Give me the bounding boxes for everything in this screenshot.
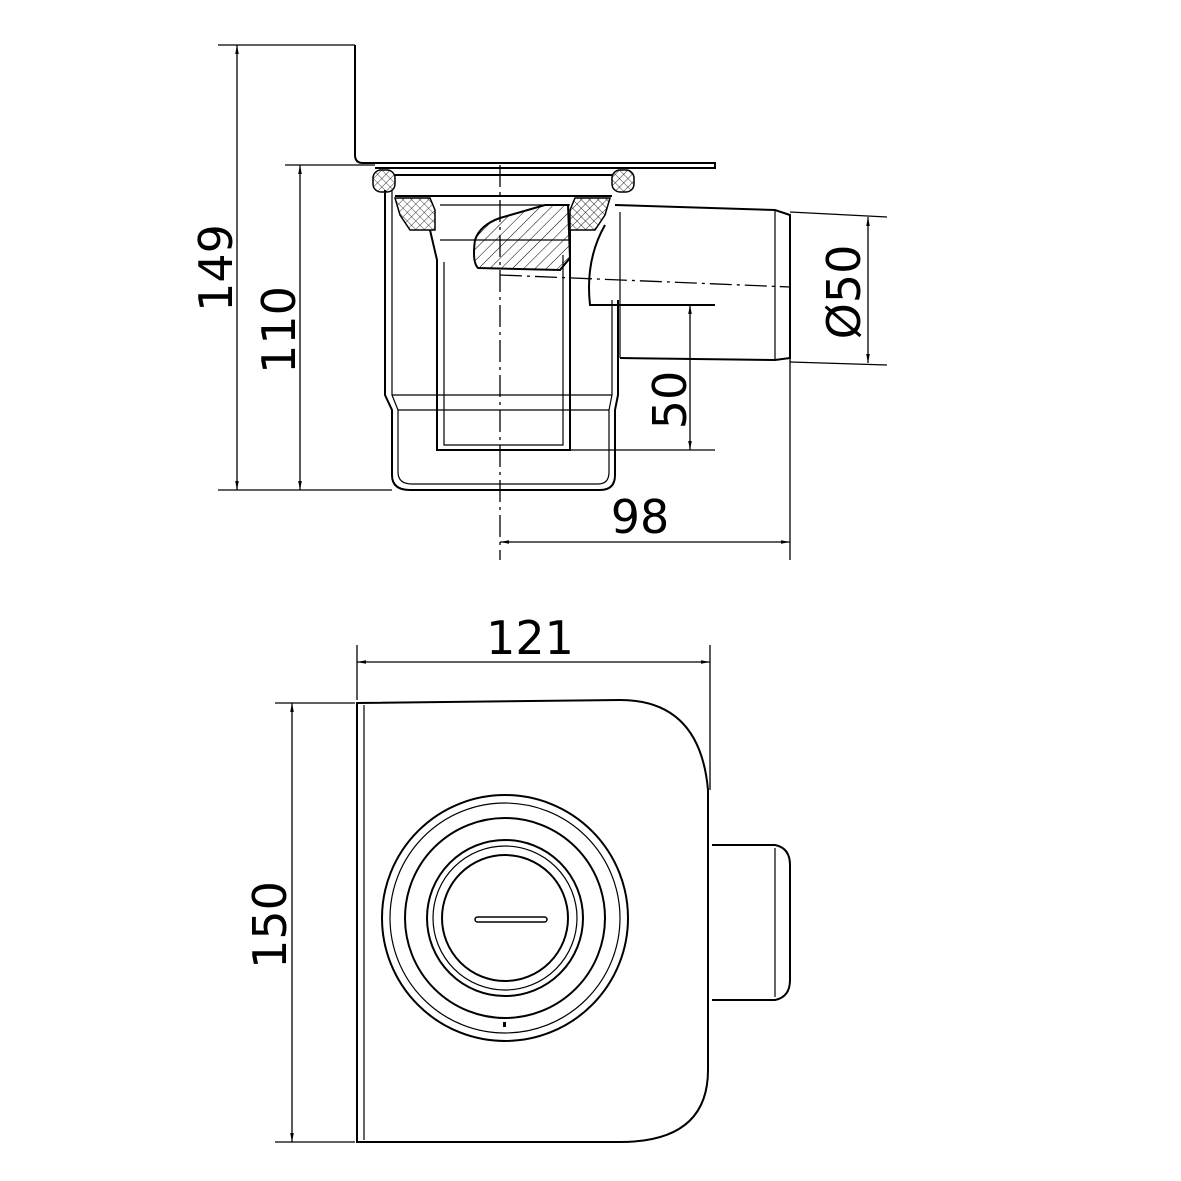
dimension-98: 98 (500, 220, 791, 560)
dimension-label: 98 (611, 490, 670, 544)
dimension-label: 150 (243, 881, 297, 969)
dimension-121: 121 (356, 611, 711, 790)
side-view-section (354, 45, 791, 560)
dimension-label: 110 (252, 286, 306, 374)
dimension-149: 149 (189, 44, 392, 491)
dimension-label: Ø50 (817, 245, 871, 340)
cover-slot (474, 916, 548, 923)
dimension-110: 110 (252, 164, 375, 490)
dimension-label: 121 (486, 611, 574, 665)
dimension-label: 50 (643, 371, 697, 430)
dimension-50: 50 (570, 305, 715, 451)
dimension-label: 149 (189, 224, 243, 312)
top-view (356, 698, 791, 1143)
dimension-diameter-50: Ø50 (789, 211, 888, 366)
dimension-150: 150 (243, 702, 355, 1143)
